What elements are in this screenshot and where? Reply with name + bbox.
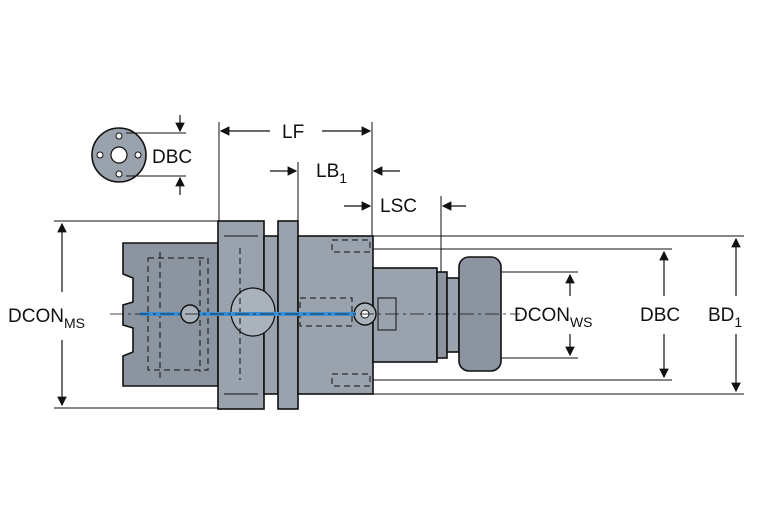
bd1-label: BD1 bbox=[708, 305, 742, 330]
lb1-dimension bbox=[270, 162, 400, 224]
dcon-ms-dimension bbox=[54, 220, 219, 409]
dcon-ms-label: DCONMS bbox=[8, 306, 85, 331]
lsc-dimension bbox=[344, 196, 466, 272]
dbc-icon-label: DBC bbox=[152, 147, 192, 168]
front-view-icon bbox=[91, 115, 186, 195]
tool-holder-body bbox=[110, 220, 520, 410]
lf-label: LF bbox=[282, 122, 304, 143]
lb1-label: LB1 bbox=[316, 161, 347, 186]
dbc-right-label: DBC bbox=[640, 305, 680, 326]
lsc-label: LSC bbox=[380, 196, 417, 217]
lf-dimension bbox=[218, 122, 373, 238]
dcon-ws-label: DCONWS bbox=[514, 305, 593, 330]
right-extension-lines bbox=[373, 235, 744, 395]
